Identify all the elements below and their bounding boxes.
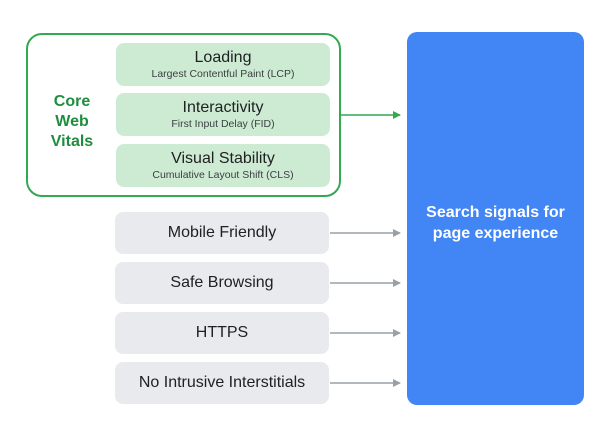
signal-safe-browsing: Safe Browsing [115,262,329,304]
cwv-label-line: Web [55,113,89,130]
metric-title: Loading [194,48,252,66]
core-web-vitals-group [26,33,341,197]
core-web-vitals-label: Core Web Vitals [36,92,108,152]
cwv-label-line: Core [53,93,91,110]
cwv-label-line: Vitals [50,133,94,150]
metric-title: Visual Stability [171,149,275,167]
metric-title: Interactivity [182,98,264,116]
signal-https: HTTPS [115,312,329,354]
metric-loading: Loading Largest Contentful Paint (LCP) [116,43,330,86]
metric-subtitle: First Input Delay (FID) [171,117,275,130]
metric-interactivity: Interactivity First Input Delay (FID) [116,93,330,136]
metric-subtitle: Cumulative Layout Shift (CLS) [152,168,294,181]
metric-subtitle: Largest Contentful Paint (LCP) [151,67,295,80]
signal-mobile-friendly: Mobile Friendly [115,212,329,254]
signal-no-intrusive-interstitials: No Intrusive Interstitials [115,362,329,404]
search-signals-label: Search signals for page experience [426,203,565,242]
search-signals-box: Search signals for page experience [407,32,584,405]
metric-visual-stability: Visual Stability Cumulative Layout Shift… [116,144,330,187]
